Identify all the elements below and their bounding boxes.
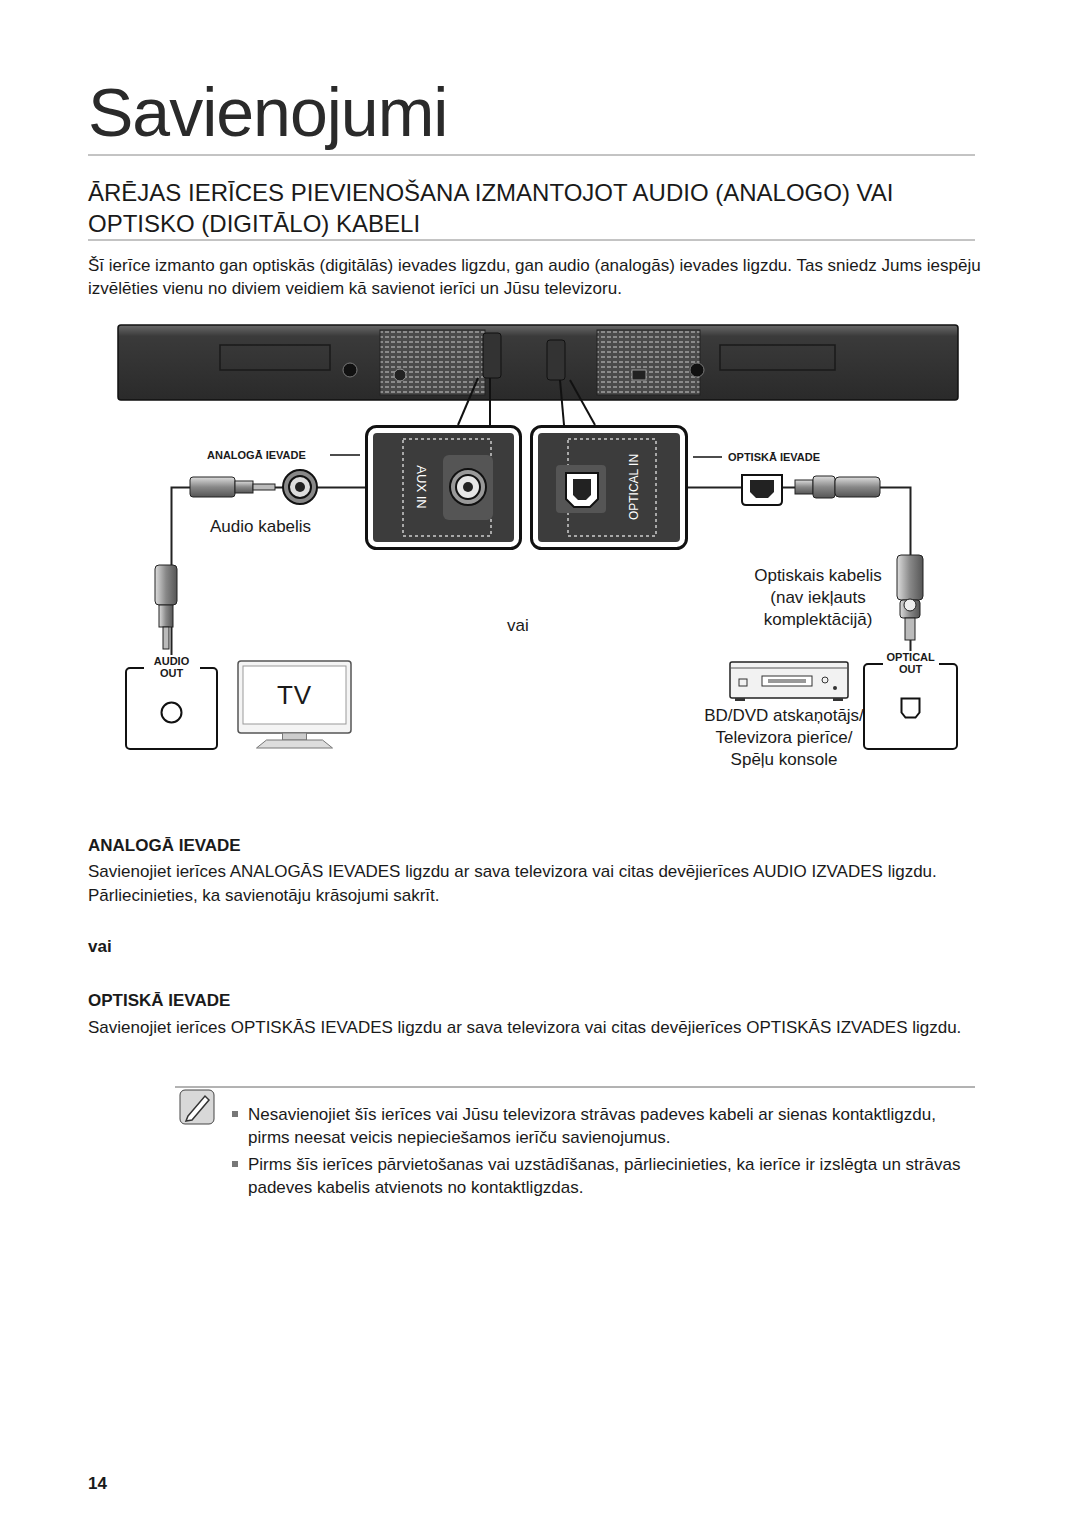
port-name: AUX IN [414, 465, 429, 508]
port-label: ANALOGĀ IEVADE [207, 449, 332, 462]
node-shape [125, 667, 218, 750]
port-heading: AUDIO OUT [144, 655, 200, 679]
port-label: OPTISKĀ IEVADE [728, 451, 848, 464]
section-heading: ĀRĒJAS IERĪCES PIEVIENOŠANA IZMANTOJOT A… [88, 177, 983, 239]
aux-in-zoom: AUX IN [365, 425, 522, 550]
node-shape [863, 663, 958, 750]
subheading: OPTISKĀ IEVADE [88, 991, 488, 1011]
audio-out-box: AUDIO OUT [125, 667, 218, 750]
node-shape [530, 425, 688, 550]
intro-text: Šī ierīce izmanto gan optiskās (digitālā… [88, 254, 983, 300]
cable-label: Audio kabelis [210, 517, 360, 537]
or-label: vai [507, 616, 547, 636]
or-label: vai [88, 937, 188, 957]
tv-set: TV [237, 660, 352, 750]
port-heading: OPTICAL OUT [883, 651, 939, 675]
cable-line [688, 488, 911, 664]
cable-label: Optiskais kabelis (nav iekļauts komplekt… [742, 565, 894, 631]
note-item: Pirms šīs ierīces pārvietošanas vai uzst… [248, 1153, 978, 1199]
port-name: OPTICAL IN [627, 454, 641, 520]
device-name: TV [277, 680, 312, 711]
page-title: Savienojumi [88, 72, 447, 152]
optical-out-box: OPTICAL OUT [863, 663, 958, 750]
note-item: Nesavienojiet šīs ierīces vai Jūsu telev… [248, 1103, 978, 1149]
page-number: 14 [88, 1474, 148, 1494]
body-text: Savienojiet ierīces OPTISKĀS IEVADES lig… [88, 1016, 978, 1040]
optical-in-zoom: OPTICAL IN [530, 425, 688, 550]
body-text: Savienojiet ierīces ANALOGĀS IEVADES lig… [88, 860, 988, 908]
cable-line [172, 488, 366, 668]
subheading: ANALOGĀ IEVADE [88, 836, 488, 856]
device-label: BD/DVD atskaņotājs/ Televizora pierīce/ … [702, 705, 866, 771]
node-shape [365, 425, 522, 550]
